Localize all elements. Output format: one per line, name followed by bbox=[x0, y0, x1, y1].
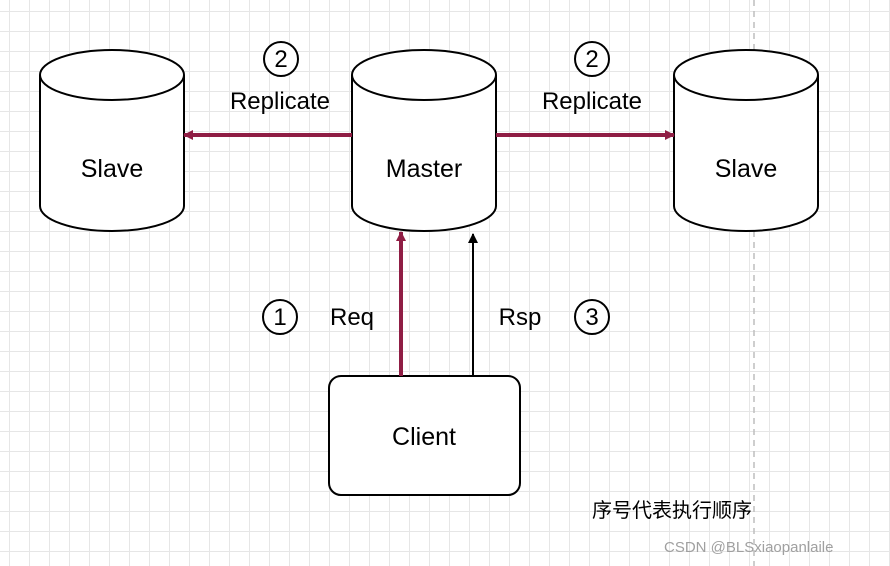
step-number-replicate-right: 2 bbox=[585, 46, 598, 73]
step-badge-request bbox=[262, 299, 298, 335]
step-badge-response bbox=[574, 299, 610, 335]
replicate-right-label: Replicate bbox=[542, 88, 642, 115]
master-cylinder[interactable]: Master bbox=[351, 49, 497, 232]
slave-left-cylinder[interactable]: Slave bbox=[39, 49, 185, 232]
client-box[interactable]: Client bbox=[328, 375, 521, 496]
step-badge-replicate-right bbox=[574, 41, 610, 77]
response-label: Rsp bbox=[499, 304, 542, 331]
slave-left-label: Slave bbox=[81, 155, 144, 183]
replicate-left-label: Replicate bbox=[230, 88, 330, 115]
order-note: 序号代表执行顺序 bbox=[592, 498, 752, 522]
step-badge-replicate-left bbox=[263, 41, 299, 77]
master-label: Master bbox=[386, 155, 462, 183]
step-number-replicate-left: 2 bbox=[274, 46, 287, 73]
step-number-response: 3 bbox=[585, 304, 598, 331]
slave-right-cylinder[interactable]: Slave bbox=[673, 49, 819, 232]
slave-right-label: Slave bbox=[715, 155, 778, 183]
watermark: CSDN @BLSxiaopanlaile bbox=[664, 539, 833, 556]
request-label: Req bbox=[330, 304, 374, 331]
client-label: Client bbox=[392, 423, 456, 451]
step-number-request: 1 bbox=[273, 304, 286, 331]
